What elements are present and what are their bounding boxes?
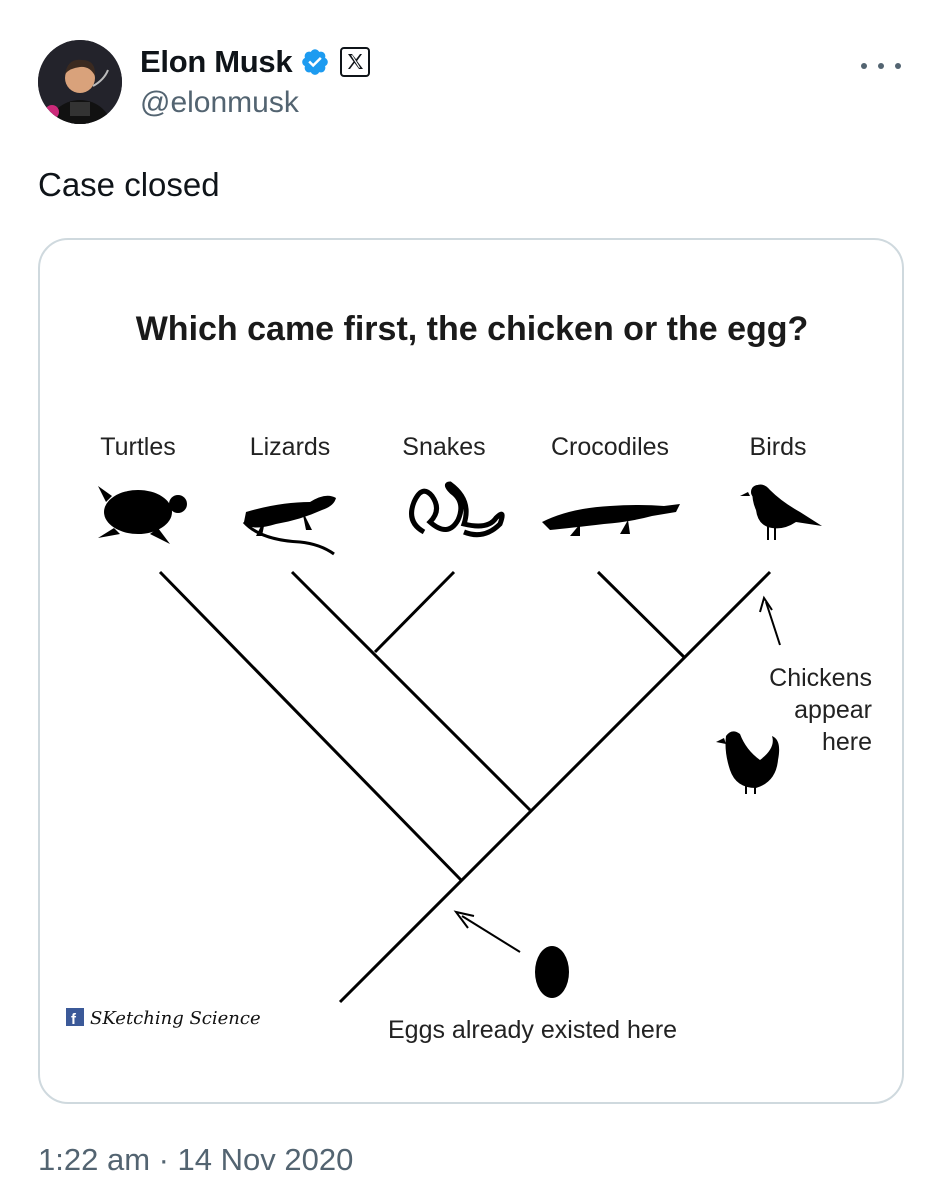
facebook-icon bbox=[66, 1008, 84, 1026]
cladogram-lines bbox=[158, 570, 772, 1004]
author-name[interactable]: Elon Musk bbox=[140, 44, 293, 79]
label-crocodiles: Crocodiles bbox=[551, 433, 669, 461]
label-birds: Birds bbox=[750, 433, 807, 461]
label-snakes: Snakes bbox=[402, 433, 485, 461]
chickens-label-line2: appear bbox=[794, 696, 872, 724]
image-title: Which came first, the chicken or the egg… bbox=[136, 310, 809, 348]
arrow-eggs bbox=[461, 915, 521, 953]
turtle-icon bbox=[98, 486, 187, 544]
tweet-text: Case closed bbox=[38, 166, 220, 203]
cladogram-image: Which came first, the chicken or the egg… bbox=[66, 310, 872, 1044]
chickens-label-line1: Chickens bbox=[769, 664, 872, 692]
arrowhead-icon bbox=[759, 595, 773, 613]
label-turtles: Turtles bbox=[100, 433, 175, 461]
credit: f SKetching Science bbox=[66, 1008, 261, 1029]
arrowhead-icon bbox=[453, 910, 475, 929]
bird-icon bbox=[740, 484, 822, 540]
credit-text: SKetching Science bbox=[90, 1008, 261, 1029]
dot-icon bbox=[861, 63, 867, 69]
tweet-timestamp[interactable]: 1:22 am · 14 Nov 2020 bbox=[38, 1142, 354, 1177]
chicken-icon bbox=[716, 731, 780, 794]
dot-icon bbox=[895, 63, 901, 69]
author-line: Elon Musk bbox=[140, 42, 371, 82]
tweet-media[interactable]: Which came first, the chicken or the egg… bbox=[38, 238, 904, 1104]
snake-icon bbox=[409, 481, 505, 538]
egg-icon bbox=[535, 946, 569, 998]
author-handle[interactable]: @elonmusk bbox=[140, 86, 299, 119]
avatar[interactable] bbox=[38, 40, 122, 124]
dot-icon bbox=[878, 63, 884, 69]
chickens-label-line3: here bbox=[822, 728, 872, 756]
eggs-label: Eggs already existed here bbox=[388, 1016, 677, 1044]
x-logo-icon[interactable] bbox=[340, 47, 371, 77]
svg-text:f: f bbox=[71, 1011, 77, 1028]
avatar-image bbox=[38, 40, 122, 124]
arrow-chickens bbox=[765, 601, 781, 646]
lizard-icon bbox=[242, 495, 336, 556]
crocodile-icon bbox=[542, 504, 680, 536]
verified-badge-icon bbox=[302, 49, 329, 75]
label-lizards: Lizards bbox=[250, 433, 331, 461]
more-options-button[interactable] bbox=[861, 58, 901, 74]
